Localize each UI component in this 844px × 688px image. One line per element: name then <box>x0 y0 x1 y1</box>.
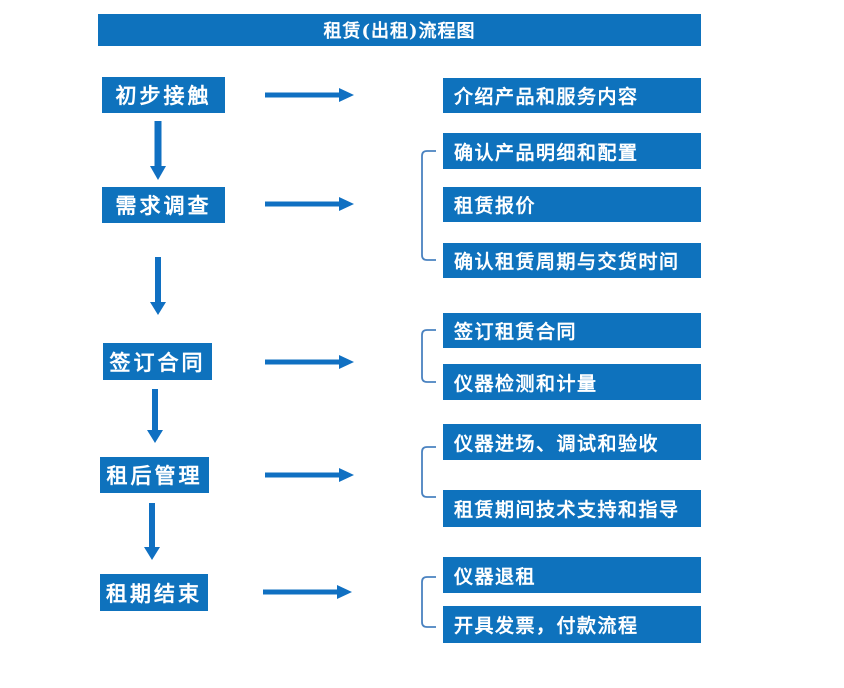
arrow-right-icon <box>263 585 352 599</box>
arrow-down-icon <box>150 121 166 180</box>
arrow-down-icon <box>144 503 160 560</box>
group-bracket <box>421 329 436 383</box>
step-box-lease-end: 租期结束 <box>100 574 208 611</box>
output-box-rental-quote: 租赁报价 <box>443 187 701 222</box>
output-box-confirm-period: 确认租赁周期与交货时间 <box>443 243 701 278</box>
step-box-sign-contract: 签订合同 <box>103 343 212 380</box>
output-box-sign-lease: 签订租赁合同 <box>443 313 701 348</box>
output-box-tech-support: 租赁期间技术支持和指导 <box>443 490 701 527</box>
arrow-down-icon <box>150 257 166 315</box>
step-box-initial-contact: 初步接触 <box>102 77 225 113</box>
group-bracket <box>421 446 436 498</box>
output-box-confirm-details: 确认产品明细和配置 <box>443 133 701 169</box>
flowchart-title: 租赁(出租)流程图 <box>98 14 701 46</box>
step-box-post-rental-mgmt: 租后管理 <box>100 457 209 493</box>
arrow-right-icon <box>265 197 354 211</box>
output-box-instrument-testing: 仪器检测和计量 <box>443 364 701 400</box>
arrow-right-icon <box>265 468 354 482</box>
group-bracket <box>421 150 436 261</box>
output-box-instrument-entry: 仪器进场、调试和验收 <box>443 424 701 460</box>
step-box-demand-survey: 需求调查 <box>102 187 225 223</box>
output-box-invoice-payment: 开具发票，付款流程 <box>443 606 701 643</box>
arrow-right-icon <box>265 88 354 102</box>
arrow-down-icon <box>147 389 163 443</box>
output-box-instrument-return: 仪器退租 <box>443 557 701 593</box>
arrow-right-icon <box>265 355 354 369</box>
group-bracket <box>421 576 436 628</box>
output-box-introduce-products: 介绍产品和服务内容 <box>443 78 701 113</box>
